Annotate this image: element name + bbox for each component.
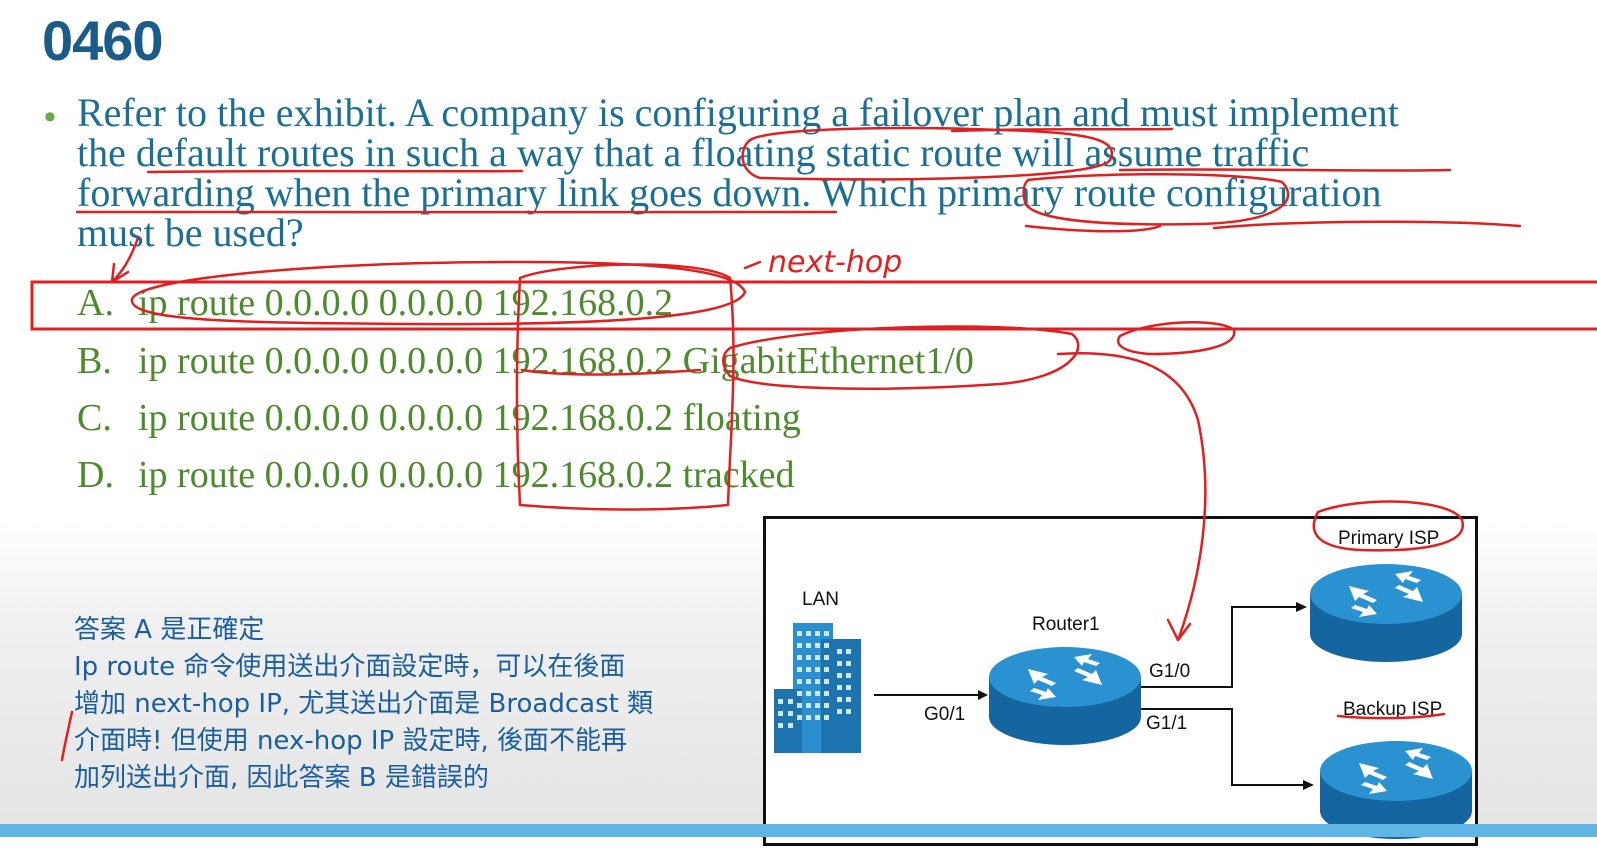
option-d[interactable]: D. ip route 0.0.0.0 0.0.0.0 192.168.0.2 t…	[77, 453, 794, 497]
router-icon	[989, 647, 1141, 745]
building-icon	[774, 623, 861, 753]
question-line: forwarding when the primary link goes do…	[77, 170, 1382, 215]
interface-g1-0-label: G1/0	[1149, 661, 1191, 682]
network-diagram: LAN Router1 G0/1 G1/0 G1/1 Primary ISP B…	[763, 516, 1478, 846]
primary-isp-label: Primary ISP	[1338, 528, 1440, 549]
option-c[interactable]: C. ip route 0.0.0.0 0.0.0.0 192.168.0.2 f…	[77, 396, 801, 440]
option-text: ip route 0.0.0.0 0.0.0.0 192.168.0.2 Gig…	[138, 340, 974, 382]
note-line: 加列送出介面, 因此答案 B 是錯誤的	[74, 763, 489, 793]
option-letter: A.	[77, 282, 114, 324]
note-line: 答案 A 是正確定	[74, 615, 265, 645]
bullet-mark: •	[44, 98, 56, 136]
option-letter: D.	[77, 454, 114, 496]
answer-note: 答案 A 是正確定 Ip route 命令使用送出介面設定時，可以在後面 增加 …	[74, 612, 734, 797]
backup-isp-label: Backup ISP	[1343, 699, 1443, 720]
option-letter: B.	[77, 340, 112, 382]
slide-number: 0460	[42, 9, 164, 72]
interface-g0-1-label: G0/1	[924, 704, 966, 725]
router-icon	[1310, 564, 1462, 662]
note-line: Ip route 命令使用送出介面設定時，可以在後面	[74, 652, 626, 682]
question-line: must be used?	[77, 210, 304, 255]
bottom-accent-bar	[0, 824, 1597, 837]
option-a[interactable]: A. ip route 0.0.0.0 0.0.0.0 192.168.0.2	[77, 281, 673, 325]
lan-label: LAN	[802, 589, 839, 610]
note-line: 增加 next-hop IP, 尤其送出介面是 Broadcast 類	[74, 689, 654, 719]
interface-g1-1-label: G1/1	[1146, 713, 1188, 734]
option-text: ip route 0.0.0.0 0.0.0.0 192.168.0.2 tra…	[138, 454, 795, 496]
question-text: Refer to the exhibit. A company is confi…	[77, 93, 1577, 253]
option-b[interactable]: B. ip route 0.0.0.0 0.0.0.0 192.168.0.2 G…	[77, 339, 974, 383]
question-line: Refer to the exhibit. A company is confi…	[77, 90, 1399, 135]
option-letter: C.	[77, 397, 112, 439]
router1-label: Router1	[1032, 614, 1100, 635]
option-text: ip route 0.0.0.0 0.0.0.0 192.168.0.2 flo…	[138, 397, 801, 439]
diagram-drawing	[774, 564, 1472, 839]
note-line: 介面時! 但使用 nex-hop IP 設定時, 後面不能再	[74, 726, 628, 756]
option-text: ip route 0.0.0.0 0.0.0.0 192.168.0.2	[138, 282, 674, 324]
question-line: the default routes in such a way that a …	[77, 130, 1310, 175]
